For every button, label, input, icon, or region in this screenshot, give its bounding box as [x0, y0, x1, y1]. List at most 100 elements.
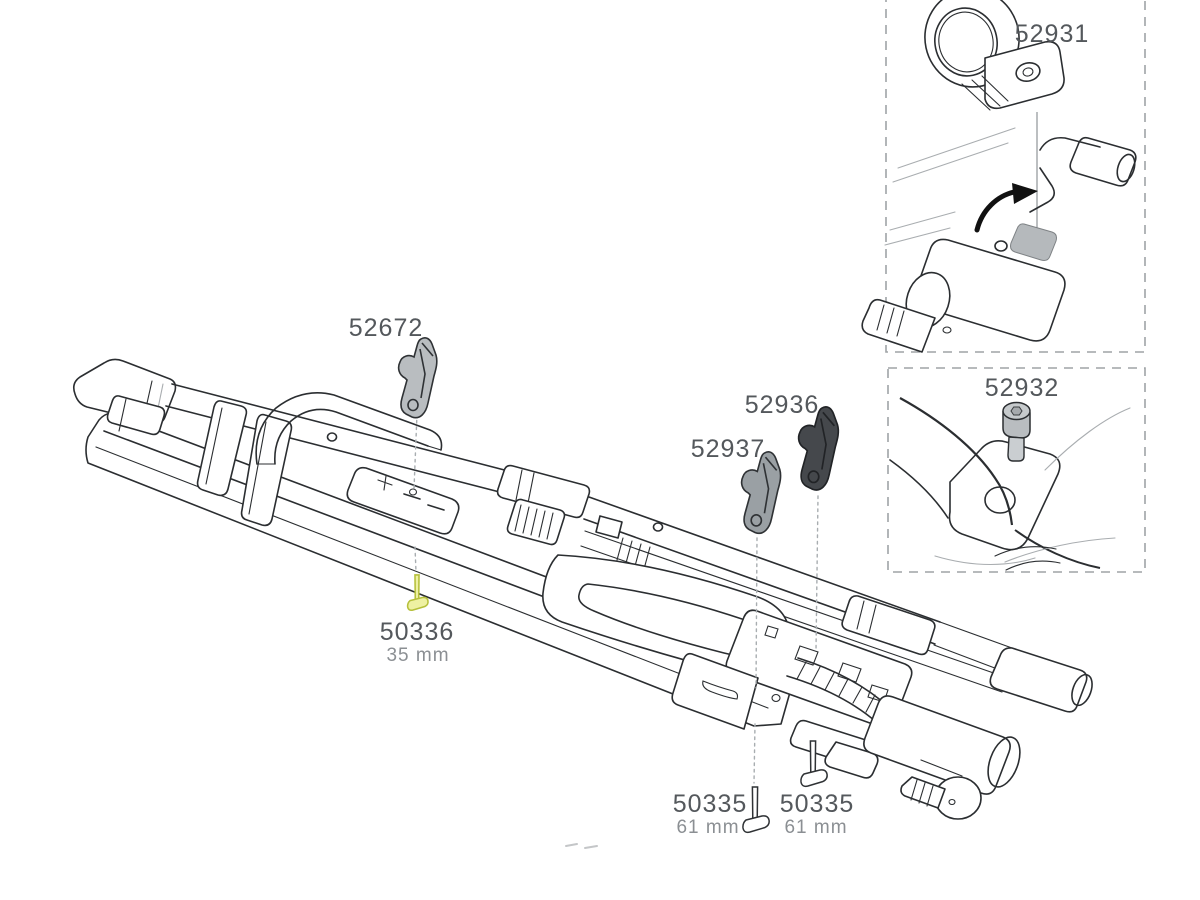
clamp-block-hole2 — [1022, 67, 1034, 77]
bracket-outline — [948, 440, 1061, 551]
sketch-light-1 — [1044, 407, 1131, 471]
buckle-lever — [824, 741, 879, 779]
label-52932: 52932 — [985, 374, 1060, 402]
sketch-light-2 — [1004, 537, 1116, 563]
leader-52937 — [755, 537, 758, 689]
top-cylinder — [989, 647, 1088, 713]
label-50335-left: 50335 — [673, 790, 748, 818]
ratchet-strap-ribs — [796, 661, 876, 713]
arm-tube-top — [584, 530, 1009, 679]
rail-clip-line — [118, 398, 127, 432]
sketch-gray-2 — [884, 211, 956, 246]
housing-hole-4 — [764, 625, 779, 639]
strap-1 — [196, 400, 248, 497]
clamp-block-hole — [1015, 61, 1041, 83]
main-illustration — [73, 358, 1093, 849]
lock-keyhole — [942, 326, 952, 334]
sketch-bold-curve — [899, 397, 1014, 526]
handle-slot — [702, 680, 739, 700]
plate-plus-slot — [377, 475, 393, 491]
leader-52672 — [413, 413, 418, 490]
labels: 52672 52931 52932 52936 52937 50336 35 m… — [349, 20, 1090, 838]
wheel-straps — [196, 400, 293, 527]
inset-1-rail-sketch — [861, 127, 1137, 353]
barrel-link — [920, 759, 963, 777]
adapter-plate — [346, 466, 460, 535]
label-52931: 52931 — [1015, 20, 1090, 48]
grip-ribs — [910, 779, 934, 807]
lock-ring-mark — [994, 240, 1008, 252]
rail-coupling-2 — [841, 595, 936, 656]
fender-arc-1 — [994, 546, 1057, 557]
tray-end-handle — [671, 652, 759, 730]
coupling2-sleeve — [841, 595, 936, 656]
leader-lines — [413, 413, 819, 784]
arch-left-outer — [255, 392, 443, 465]
rail-coupling — [496, 464, 591, 546]
connector-bot — [933, 644, 1001, 671]
fender-arc-2 — [1005, 560, 1061, 571]
rail-seg1-top — [171, 383, 517, 474]
inset-box-52931 — [861, 0, 1146, 353]
strap-2 — [240, 413, 293, 527]
knob-ribs — [514, 504, 554, 540]
leader-52936 — [815, 495, 819, 651]
label-50336-size: 35 mm — [386, 645, 449, 666]
faint-bottom-marks — [565, 843, 598, 849]
clamp-hatch — [961, 75, 1009, 111]
inset-box-52932 — [887, 367, 1146, 573]
plate-outline — [346, 466, 460, 535]
sketch-light-3 — [934, 555, 1036, 565]
barrel-end-cap — [987, 736, 1021, 788]
label-50335-right: 50335 — [780, 790, 855, 818]
lock-nose — [861, 298, 936, 353]
lock-nose-ribs — [876, 304, 905, 337]
label-50335-right-size: 61 mm — [784, 817, 847, 838]
clamp-ring-inner — [934, 7, 998, 77]
clamp-ring — [924, 0, 1065, 111]
arch-main-hole — [578, 583, 763, 657]
bolt-shaft — [1007, 436, 1025, 462]
jaw-knuckle-cap — [1116, 153, 1136, 183]
ribbed-grip — [900, 776, 946, 809]
rail-seg2-top — [588, 496, 941, 623]
label-52936: 52936 — [745, 391, 820, 419]
label-50336: 50336 — [380, 618, 455, 646]
strap-1-line — [205, 407, 223, 485]
label-52937: 52937 — [691, 435, 766, 463]
part-52932-bolt — [1002, 401, 1031, 462]
arch-left-inner — [274, 408, 429, 465]
arch-left-end1 — [427, 445, 442, 451]
inset-2-bracket-sketch — [889, 397, 1131, 571]
coupling2-ribs — [856, 600, 877, 634]
arrow-head — [1012, 183, 1038, 204]
bottom-cap-dot — [948, 798, 956, 806]
housing-hole-2 — [837, 662, 862, 683]
knob-body — [506, 498, 566, 546]
sketch-gray-1 — [892, 127, 1016, 183]
frame-arch-left — [255, 392, 443, 465]
leader-50336 — [414, 546, 417, 573]
jaw-hook — [1029, 136, 1101, 213]
coupling-ribs — [515, 469, 535, 504]
connector-top — [939, 621, 1013, 649]
label-50335-left-size: 61 mm — [676, 817, 739, 838]
lock-body — [914, 238, 1066, 342]
strap-2-line — [248, 421, 267, 515]
bolt-hex-socket — [1010, 406, 1023, 416]
big-barrel — [863, 695, 1011, 795]
end-cylinders — [863, 621, 1093, 820]
sketch-curve-2 — [889, 459, 949, 519]
arrow-shaft — [974, 189, 1017, 233]
leader-50335-left — [753, 723, 756, 784]
clamp-ring-inner2 — [938, 11, 994, 73]
rail-hatch-marks — [616, 537, 651, 570]
plate-slot1 — [403, 493, 421, 500]
part-52936-lever — [797, 406, 840, 491]
rail-block — [595, 515, 623, 539]
rail-hole — [326, 432, 338, 442]
part-52672-lever — [397, 337, 438, 419]
plate-slot2 — [427, 504, 445, 511]
